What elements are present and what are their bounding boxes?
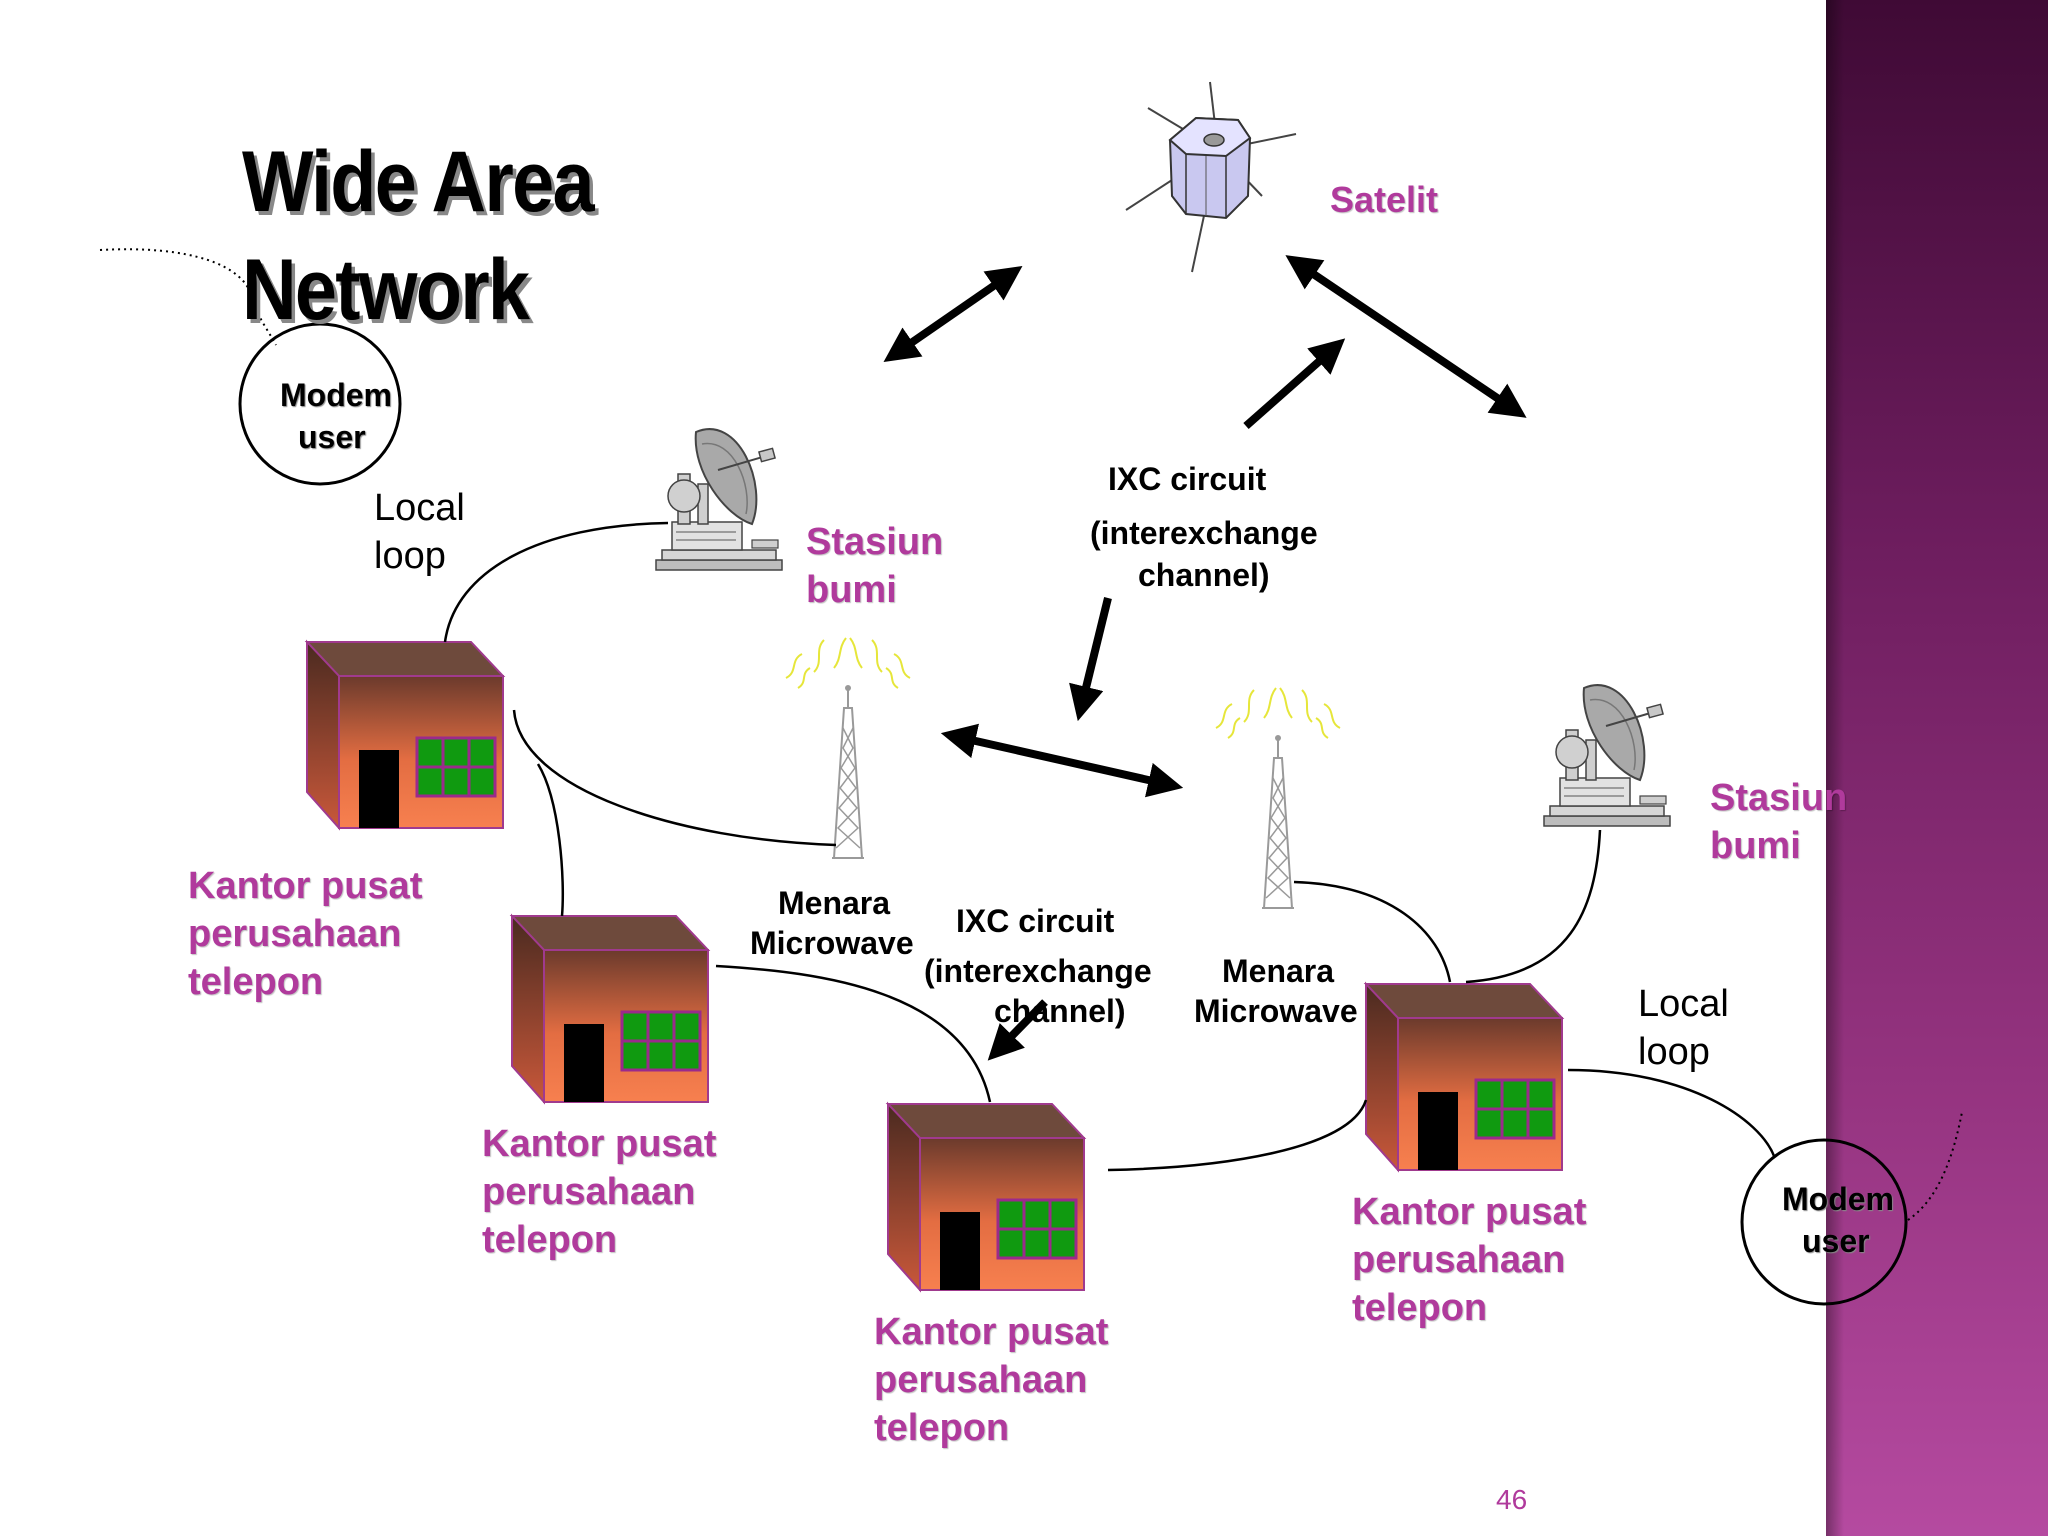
office-2-line-3: telepon (482, 1219, 618, 1261)
office-2-line-1: Kantor pusat (482, 1123, 717, 1165)
ground-station-left-label-2: bumi (806, 569, 897, 611)
page-number: 46 (1496, 1484, 1528, 1515)
tower-left-label-2: Microwave (750, 925, 914, 961)
office-1-line-2: perusahaan (188, 913, 402, 955)
ixc-bottom-label-3: channel) (994, 993, 1126, 1029)
ixc-bottom-label-1: IXC circuit (956, 903, 1115, 939)
title-line-1: Wide Area (242, 134, 595, 230)
microwave-tower-icon-right (1215, 687, 1341, 909)
office-1-line-3: telepon (188, 961, 324, 1003)
title-line-2: Network (242, 242, 530, 338)
modem-right-label-1: Modem (1782, 1181, 1894, 1217)
ground-station-left-label-1: Stasiun (806, 521, 944, 563)
office-1-line-1: Kantor pusat (188, 865, 423, 907)
modem-left-label-1: Modem (280, 377, 392, 413)
satellite-icon (1125, 81, 1297, 273)
ixc-top-label-2: (interexchange (1090, 515, 1318, 551)
ixc-top-label-3: channel) (1138, 557, 1270, 593)
ground-station-right-label-1: Stasiun (1710, 777, 1848, 819)
office-3-line-2: perusahaan (874, 1359, 1088, 1401)
tower-right-label-1: Menara (1222, 953, 1335, 989)
building-icon-3 (886, 1102, 1086, 1292)
satellite-dish-icon-right (1543, 684, 1671, 827)
ixc-bottom-label-2: (interexchange (924, 953, 1152, 989)
modem-circle-left (238, 322, 402, 486)
office-label-1: Kantor pusat perusahaan telepon (188, 862, 422, 1006)
decorative-sidebar (1826, 0, 2048, 1536)
microwave-tower-icon-left (785, 637, 911, 859)
local-loop-right-label-2: loop (1638, 1031, 1710, 1073)
modem-left-label-2: user (298, 419, 366, 455)
ground-station-right-label-2: bumi (1710, 825, 1801, 867)
arrows (883, 255, 1527, 1061)
slide-title: Wide Area Network (242, 128, 595, 344)
building-icon-4 (1364, 982, 1564, 1172)
office-2-line-2: perusahaan (482, 1171, 696, 1213)
office-4-line-3: telepon (1352, 1287, 1488, 1329)
office-4-line-1: Kantor pusat (1352, 1191, 1587, 1233)
modem-circle-right (1740, 1138, 1908, 1306)
satellite-label: Satelit (1330, 179, 1439, 220)
office-label-3: Kantor pusat perusahaan telepon (874, 1308, 1108, 1452)
office-label-2: Kantor pusat perusahaan telepon (482, 1120, 716, 1264)
tower-right-label-2: Microwave (1194, 993, 1358, 1029)
local-loop-left-label-2: loop (374, 535, 446, 577)
office-3-line-3: telepon (874, 1407, 1010, 1449)
building-icon-2 (510, 914, 710, 1104)
local-loop-right-label-1: Local (1638, 983, 1729, 1025)
office-4-line-2: perusahaan (1352, 1239, 1566, 1281)
building-icon-1 (305, 640, 505, 830)
modem-right-label-2: user (1802, 1223, 1870, 1259)
ixc-top-label-1: IXC circuit (1108, 461, 1267, 497)
local-loop-left-label-1: Local (374, 487, 465, 529)
satellite-dish-icon-left (655, 428, 783, 571)
office-label-4: Kantor pusat perusahaan telepon (1352, 1188, 1586, 1332)
connection-lines (443, 521, 1776, 1172)
tower-left-label-1: Menara (778, 885, 891, 921)
office-3-line-1: Kantor pusat (874, 1311, 1109, 1353)
